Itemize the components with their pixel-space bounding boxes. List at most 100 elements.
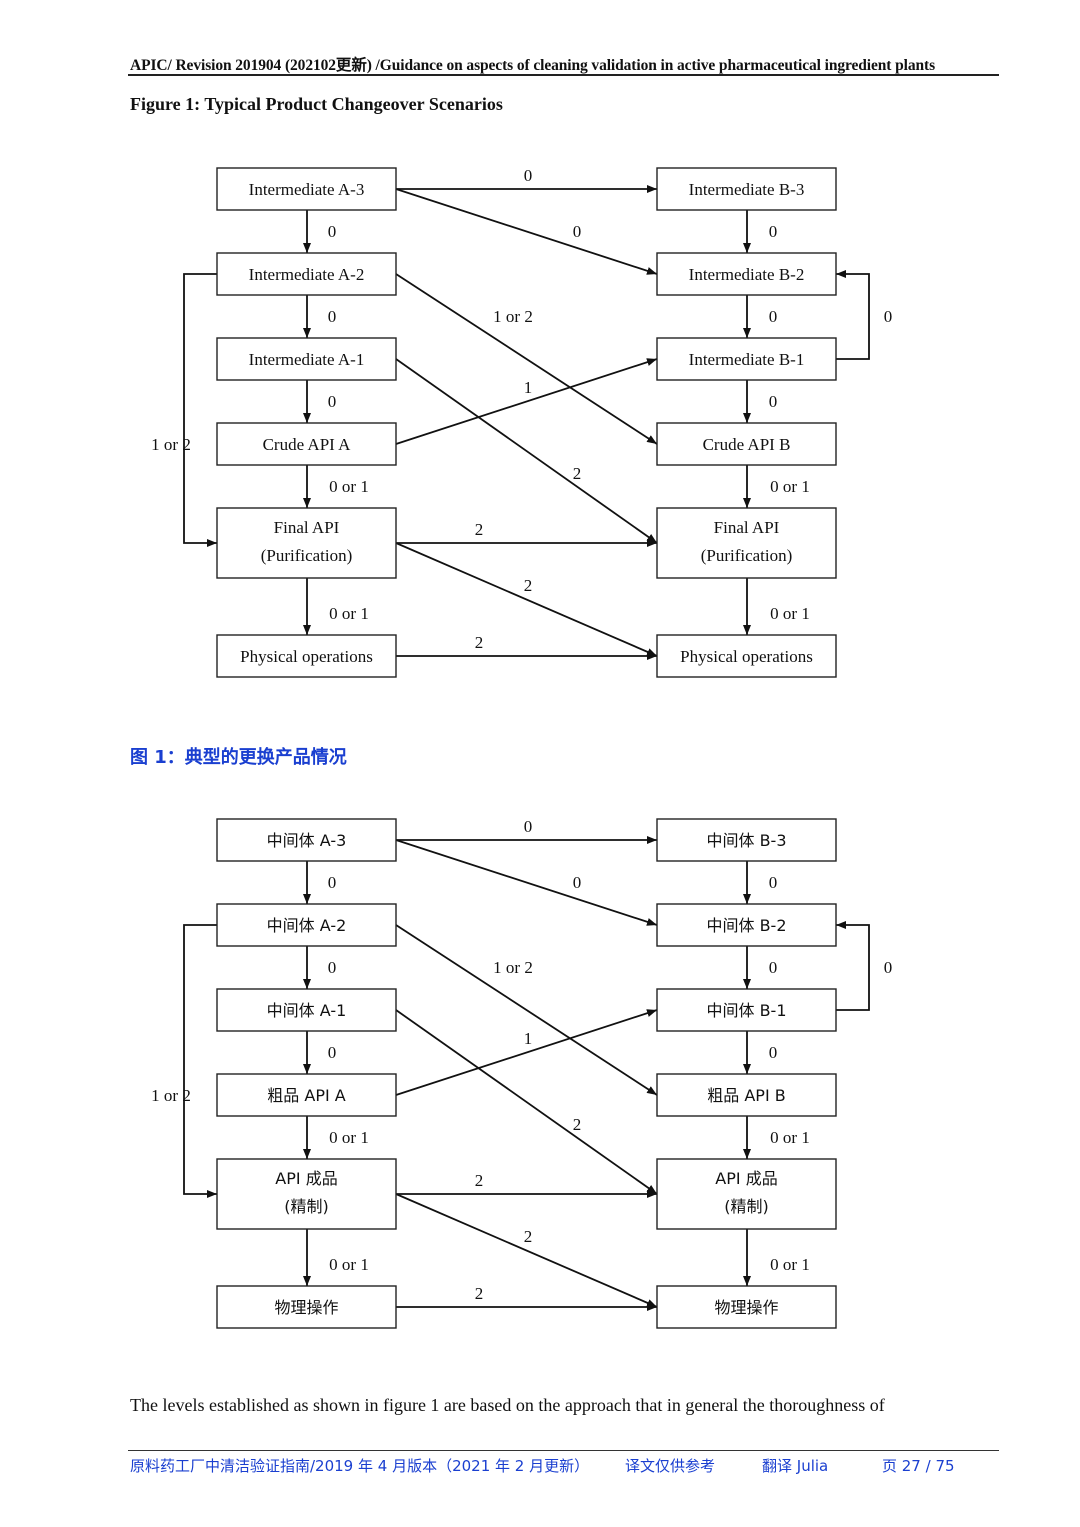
node-box [216, 634, 397, 678]
edge-label: 0 or 1 [329, 477, 369, 496]
footer-divider [128, 1450, 999, 1451]
node-label: Intermediate A-3 [249, 180, 365, 199]
node-box [656, 422, 837, 466]
node-label: 物理操作 [274, 1298, 338, 1317]
edge-label: 2 [475, 633, 484, 652]
edge-label: 1 [524, 1029, 533, 1048]
edge-label: 0 [328, 1043, 337, 1062]
node-physB: 物理操作 [656, 1285, 837, 1329]
node-b3: 中间体 B-3 [656, 818, 837, 862]
node-label: (Purification) [701, 546, 793, 565]
edge-label: 2 [524, 1227, 533, 1246]
node-box [216, 1285, 397, 1329]
footer-note: 译文仅供参考 [625, 1457, 716, 1475]
node-crudeA: Crude API A [216, 422, 397, 466]
edge-a2-to-crudeB [395, 273, 658, 445]
edge-label: 0 [769, 958, 778, 977]
node-box [216, 167, 397, 211]
edge-label: 0 [769, 1043, 778, 1062]
node-label: Intermediate B-1 [689, 350, 805, 369]
node-label: 中间体 B-1 [706, 1001, 786, 1020]
edge-label: 0 [524, 817, 533, 836]
figure-title-cn: 图 1：典型的更换产品情况 [130, 747, 347, 768]
node-box [216, 252, 397, 296]
node-box [656, 167, 837, 211]
node-box [216, 988, 397, 1032]
node-b1: Intermediate B-1 [656, 337, 837, 381]
edge-label: 0 [884, 958, 893, 977]
node-label: (精制) [724, 1197, 769, 1216]
edge-label: 0 [769, 307, 778, 326]
node-label: 中间体 A-3 [267, 831, 347, 850]
figure-title-en: Figure 1: Typical Product Changeover Sce… [130, 94, 503, 114]
node-label: Final API [714, 518, 780, 537]
footer-doc-title: 原料药工厂中清洁验证指南/2019 年 4 月版本（2021 年 2 月更新） [130, 1457, 590, 1475]
node-label: 中间体 B-3 [706, 831, 786, 850]
edge-label: 0 [328, 307, 337, 326]
edge-label: 0 or 1 [770, 477, 810, 496]
edge-label: 0 [573, 222, 582, 241]
node-box [216, 1158, 397, 1230]
edge-label: 2 [573, 464, 582, 483]
edge-label: 0 [769, 392, 778, 411]
edge-label: 0 or 1 [329, 1255, 369, 1274]
node-label: Physical operations [240, 647, 373, 666]
node-label: 粗品 API A [267, 1086, 345, 1105]
node-box [656, 634, 837, 678]
node-a1: 中间体 A-1 [216, 988, 397, 1032]
node-physA: Physical operations [216, 634, 397, 678]
node-label: 物理操作 [714, 1298, 778, 1317]
node-finalB: API 成品(精制) [656, 1158, 837, 1230]
edge-finalA-to-physB [395, 542, 658, 657]
node-b3: Intermediate B-3 [656, 167, 837, 211]
node-label: Intermediate B-3 [689, 180, 805, 199]
edge-label: 2 [475, 1284, 484, 1303]
edge-label: 2 [573, 1115, 582, 1134]
footer-translator: 翻译 Julia [762, 1457, 829, 1475]
header-divider [128, 74, 999, 76]
edge-label: 0 [573, 873, 582, 892]
node-label: Intermediate A-2 [249, 265, 365, 284]
node-label: 中间体 B-2 [706, 916, 786, 935]
node-finalA: API 成品 (精制) [216, 1158, 397, 1230]
node-label: 中间体 A-2 [267, 916, 347, 935]
edge-label: 0 or 1 [329, 1128, 369, 1147]
node-a3: Intermediate A-3 [216, 167, 397, 211]
node-label: (Purification) [261, 546, 353, 565]
node-crudeB: 粗品 API B [656, 1073, 837, 1117]
edge-a2-to-finalA [183, 924, 217, 1198]
node-box [656, 1285, 837, 1329]
edge-a2-to-finalA [183, 273, 217, 547]
node-label: API 成品 [275, 1169, 337, 1188]
edge-label: 0 [769, 222, 778, 241]
node-box [656, 252, 837, 296]
node-box [216, 903, 397, 947]
node-box [656, 507, 837, 579]
edge-label: 1 or 2 [151, 1086, 191, 1105]
node-label: Intermediate B-2 [689, 265, 805, 284]
edge-a1-to-finalB [395, 1009, 658, 1195]
edge-label: 2 [475, 1171, 484, 1190]
node-b2: Intermediate B-2 [656, 252, 837, 296]
edge-label: 0 [769, 873, 778, 892]
edge-label: 0 or 1 [770, 604, 810, 623]
edge-label: 2 [475, 520, 484, 539]
node-box [656, 818, 837, 862]
node-a3: 中间体 A-3 [216, 818, 397, 862]
node-box [656, 903, 837, 947]
node-box [656, 988, 837, 1032]
edge-label: 0 [328, 873, 337, 892]
node-box [216, 818, 397, 862]
node-label: 中间体 A-1 [267, 1001, 347, 1020]
node-finalB: Final API (Purification) [656, 507, 837, 579]
node-label: (精制) [284, 1197, 329, 1216]
edge-a1-to-finalB [395, 358, 658, 544]
node-label: Intermediate A-1 [249, 350, 365, 369]
node-box [656, 1073, 837, 1117]
edge-crudeA-to-b1 [395, 1009, 658, 1096]
edge-label: 1 or 2 [151, 435, 191, 454]
edge-label: 0 or 1 [770, 1255, 810, 1274]
node-box [216, 507, 397, 579]
edge-label: 1 or 2 [493, 958, 533, 977]
